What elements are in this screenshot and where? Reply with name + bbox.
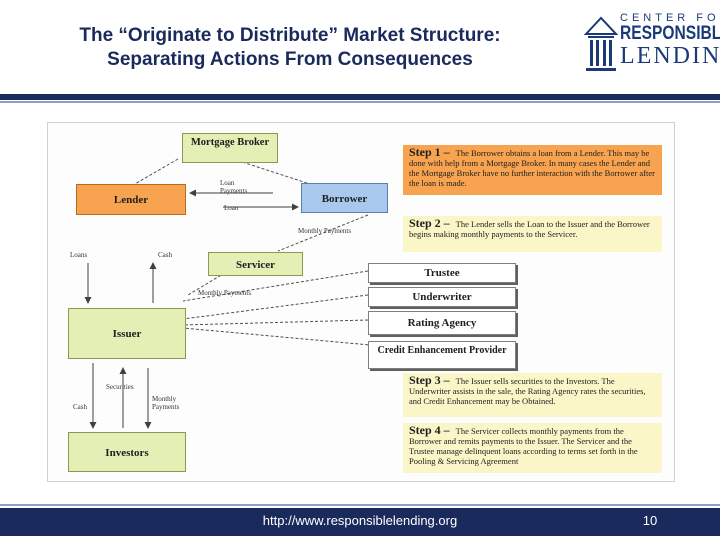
issuer-box: Issuer bbox=[68, 308, 186, 359]
trustee-box: Trustee bbox=[368, 263, 516, 283]
logo-line-1: CENTER FOR bbox=[620, 12, 720, 24]
flow-label-loans: Loans bbox=[70, 251, 88, 259]
underwriter-label: Underwriter bbox=[412, 291, 472, 303]
step-3-heading: Step 3 – bbox=[409, 373, 450, 387]
flow-label-securities: Securities bbox=[106, 383, 134, 391]
credit-enhancement-label: Credit Enhancement Provider bbox=[377, 345, 507, 356]
title-line-1: The “Originate to Distribute” Market Str… bbox=[79, 25, 501, 46]
flow-label-loan: Loan bbox=[224, 204, 239, 212]
flow-label-cash-lender: Cash bbox=[158, 251, 172, 259]
step-2-box: Step 2 –The Lender sells the Loan to the… bbox=[403, 216, 662, 252]
borrower-label: Borrower bbox=[321, 193, 368, 205]
trustee-label: Trustee bbox=[424, 267, 460, 279]
investors-label: Investors bbox=[105, 447, 149, 459]
credit-enhancement-box: Credit Enhancement Provider bbox=[368, 341, 516, 369]
borrower-box: Borrower bbox=[301, 183, 388, 213]
flow-label-loan-payments: Loan Payments bbox=[220, 179, 248, 195]
flow-label-monthly-payments-investors: Monthly Payments bbox=[152, 395, 180, 411]
step-4-text: The Servicer collects monthly payments f… bbox=[409, 426, 638, 466]
flow-label-monthly-payments-borrower: Monthly Payments bbox=[298, 227, 352, 235]
step-1-heading: Step 1 – bbox=[409, 145, 450, 159]
building-icon bbox=[584, 16, 618, 71]
rating-agency-box: Rating Agency bbox=[368, 311, 516, 335]
step-3-text: The Issuer sells securities to the Inves… bbox=[409, 376, 646, 406]
flow-arrows bbox=[84, 158, 404, 429]
header-divider bbox=[0, 94, 720, 100]
mortgage-broker-label: Mortgage Broker bbox=[190, 137, 270, 148]
header-divider-thin bbox=[0, 101, 720, 103]
title-line-2: Separating Actions From Consequences bbox=[107, 49, 473, 70]
footer-divider bbox=[0, 504, 720, 506]
step-4-box: Step 4 –The Servicer collects monthly pa… bbox=[403, 423, 662, 473]
slide-title: The “Originate to Distribute” Market Str… bbox=[40, 24, 540, 72]
logo-line-3: LENDING bbox=[620, 43, 720, 69]
lender-label: Lender bbox=[113, 194, 149, 206]
servicer-box: Servicer bbox=[208, 252, 303, 276]
lender-box: Lender bbox=[76, 184, 186, 215]
servicer-label: Servicer bbox=[235, 259, 276, 271]
step-1-text: The Borrower obtains a loan from a Lende… bbox=[409, 148, 655, 188]
footer-url-link[interactable]: http://www.responsiblelending.org bbox=[262, 513, 458, 528]
step-3-box: Step 3 –The Issuer sells securities to t… bbox=[403, 373, 662, 417]
page-number: 10 bbox=[642, 513, 658, 528]
market-structure-diagram: Mortgage Broker Lender Borrower Servicer… bbox=[47, 122, 675, 482]
flow-label-monthly-payments-servicer: Monthly Payments bbox=[198, 289, 252, 297]
footer-bar bbox=[0, 508, 720, 536]
step-1-box: Step 1 –The Borrower obtains a loan from… bbox=[403, 145, 662, 195]
step-4-heading: Step 4 – bbox=[409, 423, 450, 437]
underwriter-box: Underwriter bbox=[368, 287, 516, 307]
issuer-label: Issuer bbox=[112, 328, 142, 340]
investors-box: Investors bbox=[68, 432, 186, 472]
rating-agency-label: Rating Agency bbox=[407, 317, 477, 329]
flow-label-cash-investors: Cash bbox=[73, 403, 87, 411]
step-2-heading: Step 2 – bbox=[409, 216, 450, 230]
mortgage-broker-box: Mortgage Broker bbox=[182, 133, 278, 163]
step-2-text: The Lender sells the Loan to the Issuer … bbox=[409, 219, 650, 239]
